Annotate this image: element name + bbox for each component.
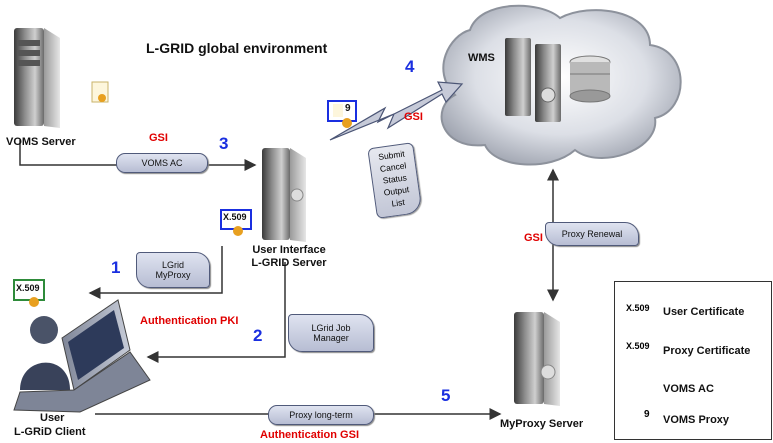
legend-proxy-x509-text: X.509 <box>626 341 650 351</box>
step-number-3: 3 <box>219 134 229 153</box>
top-proxy-text: 9 <box>345 103 351 114</box>
legend-voms-ac: VOMS AC <box>663 383 714 395</box>
lgrid-myproxy-message: LGrid MyProxy <box>136 252 210 288</box>
ui-server-label-2: L-GRID Server <box>251 257 327 269</box>
lgrid-myproxy-line-1: LGrid <box>161 260 184 270</box>
step-number-2: 2 <box>253 326 263 345</box>
step-number-5: 5 <box>441 386 451 405</box>
legend-row-voms-proxy: 9 VOMS Proxy <box>615 408 771 432</box>
arrow-ui-to-user <box>88 246 223 299</box>
job-manager-line-2: Manager <box>313 333 349 343</box>
myproxy-server-icon <box>514 312 560 406</box>
gsi-lightning-arrow <box>329 81 464 141</box>
user-x509-text: X.509 <box>16 283 40 293</box>
job-manager-line-1: LGrid Job <box>311 323 351 333</box>
voms-proxy-badge-top <box>327 100 357 128</box>
proxy-long-term-message: Proxy long-term <box>268 405 374 425</box>
proxy-renewal-message: Proxy Renewal <box>545 222 639 246</box>
step-number-4: 4 <box>405 57 415 76</box>
voms-ac-icon <box>91 81 109 103</box>
wms-label: WMS <box>468 52 495 64</box>
legend-voms-proxy-num: 9 <box>644 409 650 420</box>
user-cert-badge <box>13 279 45 307</box>
gsi-label-renewal: GSI <box>524 232 543 244</box>
user-client-label: L-GRiD Client <box>14 426 86 438</box>
myproxy-server-label: MyProxy Server <box>500 418 584 430</box>
user-laptop-icon <box>13 299 151 413</box>
diagram-title: L-GRID global environment <box>146 40 328 56</box>
proxy-badge-ui <box>220 209 252 236</box>
step-number-1: 1 <box>111 258 121 277</box>
legend-row-proxy-certificate: X.509 Proxy Certificate <box>615 339 771 363</box>
legend-proxy-certificate: Proxy Certificate <box>663 345 751 357</box>
voms-ac-message: VOMS AC <box>116 153 208 173</box>
legend-voms-proxy: VOMS Proxy <box>663 414 730 426</box>
gsi-label-voms: GSI <box>149 132 168 144</box>
ui-x509-text: X.509 <box>223 212 247 222</box>
legend-box: X.509 User Certificate X.509 Proxy Certi… <box>614 281 772 440</box>
auth-gsi-label: Authentication GSI <box>260 429 359 441</box>
legend-x509-text: X.509 <box>626 303 650 313</box>
ui-server-icon <box>262 148 306 242</box>
wms-operations-tag: Submit Cancel Status Output List <box>367 142 423 219</box>
legend-row-voms-ac: VOMS AC <box>615 377 771 401</box>
legend-row-user-certificate: X.509 User Certificate <box>615 300 771 324</box>
user-label: User <box>40 412 65 424</box>
job-manager-message: LGrid Job Manager <box>288 314 374 352</box>
voms-server-icon <box>14 28 60 128</box>
voms-server-label: VOMS Server <box>6 136 76 148</box>
auth-pki-label: Authentication PKI <box>140 315 239 327</box>
wms-cloud <box>440 4 682 166</box>
arrow-ui-to-user-2 <box>146 262 286 363</box>
ui-server-label-1: User Interface <box>252 244 326 256</box>
legend-user-certificate: User Certificate <box>663 306 745 318</box>
lgrid-myproxy-line-2: MyProxy <box>155 270 191 280</box>
gsi-label-wms: GSI <box>404 111 423 123</box>
